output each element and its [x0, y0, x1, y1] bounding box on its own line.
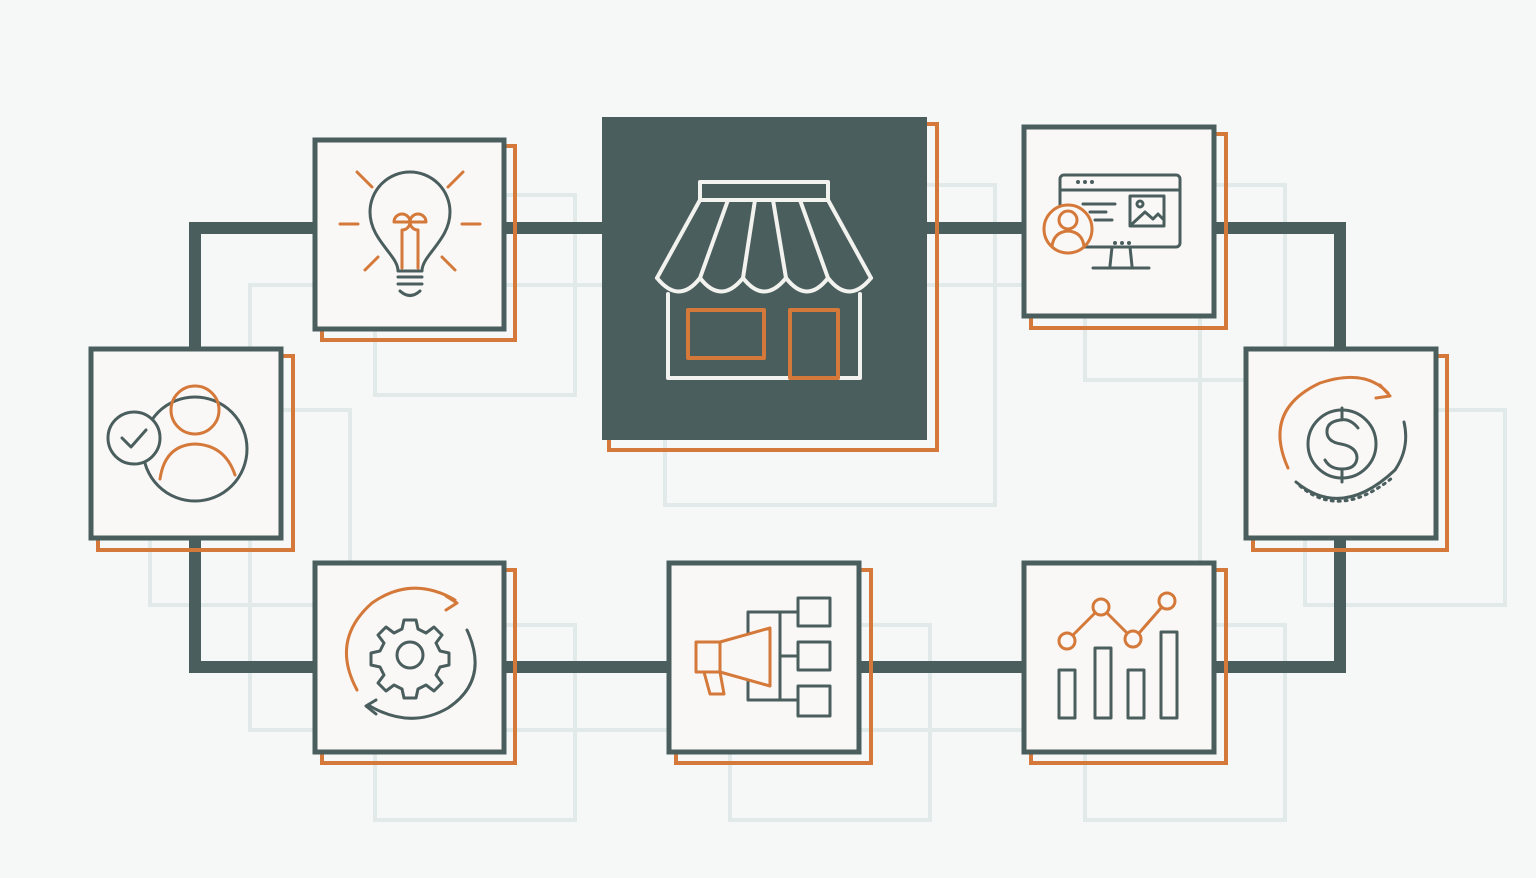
- node-megaphone-hierarchy: [666, 560, 873, 765]
- node-bar-line-chart: [1021, 560, 1228, 765]
- gear-cycle-icon: [344, 586, 477, 720]
- node-gear-cycle: [312, 560, 517, 765]
- megaphone-hierarchy-icon: [694, 596, 832, 718]
- bar-line-chart-icon: [1057, 591, 1179, 720]
- node-user-check: [88, 346, 295, 552]
- dollar-cycle-icon: [1278, 375, 1408, 503]
- node-lightbulb: [312, 137, 517, 342]
- web-profile-monitor-icon: [1042, 173, 1182, 270]
- user-check-icon: [106, 384, 249, 503]
- storefront-icon: [655, 180, 873, 380]
- lightbulb-icon: [338, 170, 482, 297]
- node-storefront: [602, 117, 939, 452]
- node-dollar-cycle: [1243, 346, 1449, 552]
- node-web-profile: [1021, 124, 1228, 330]
